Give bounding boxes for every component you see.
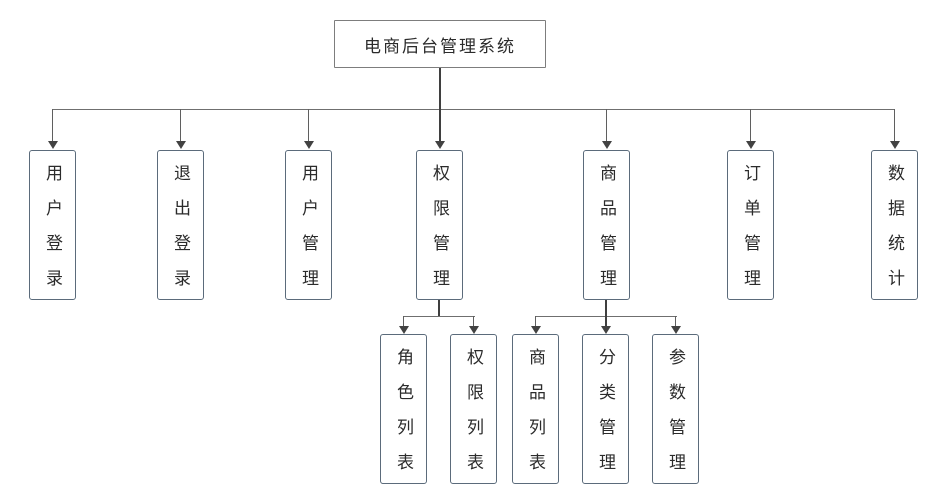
node-goods-list-label: 商品列表 [526,348,545,488]
connector-branch-logout [180,109,181,142]
node-logout-label: 退出登录 [171,164,190,304]
connector-branch-permission-list [473,316,474,327]
arrow-down-data-stats [890,141,900,149]
node-order-mgmt-label: 订单管理 [741,164,760,304]
node-params-mgmt-label: 参数管理 [666,348,685,488]
connector-goods-stem [605,300,607,316]
node-role-list: 角色列表 [380,334,427,488]
node-category-mgmt: 分类管理 [582,334,629,488]
node-logout: 退出登录 [157,150,204,304]
arrow-down-role-list [399,326,409,334]
connector-branch-goods-mgmt [606,109,607,142]
node-root-label: 电商后台管理系统 [364,36,516,56]
connector-branch-user-login [52,109,53,142]
node-permission-mgmt-label: 权限管理 [430,164,449,304]
arrow-down-permission-mgmt [435,141,445,149]
connector-level1-bus [52,109,895,110]
node-data-stats: 数据统计 [871,150,918,304]
node-user-mgmt-label: 用户管理 [299,164,318,304]
node-permission-list-label: 权限列表 [464,348,483,488]
connector-branch-category-mgmt [605,316,607,327]
node-category-mgmt-label: 分类管理 [596,348,615,488]
connector-branch-params-mgmt [675,316,676,327]
node-permission-list: 权限列表 [450,334,497,488]
node-user-login: 用户登录 [29,150,76,304]
arrow-down-logout [176,141,186,149]
arrow-down-params-mgmt [671,326,681,334]
arrow-down-goods-mgmt [602,141,612,149]
arrow-down-goods-list [531,326,541,334]
connector-permission-stem [438,300,440,316]
node-goods-mgmt: 商品管理 [583,150,630,304]
connector-branch-data-stats [894,109,895,142]
node-goods-mgmt-label: 商品管理 [597,164,616,304]
node-user-mgmt: 用户管理 [285,150,332,304]
node-permission-mgmt: 权限管理 [416,150,463,304]
connector-branch-permission-mgmt [439,109,441,142]
arrow-down-order-mgmt [746,141,756,149]
node-params-mgmt: 参数管理 [652,334,699,488]
connector-permission-bus [403,316,475,317]
node-user-login-label: 用户登录 [43,164,62,304]
node-goods-list: 商品列表 [512,334,559,488]
arrow-down-user-login [48,141,58,149]
arrow-down-category-mgmt [601,326,611,334]
connector-branch-user-mgmt [308,109,309,142]
arrow-down-user-mgmt [304,141,314,149]
node-root-system: 电商后台管理系统 [334,20,546,68]
connector-branch-role-list [403,316,404,327]
connector-branch-order-mgmt [750,109,751,142]
connector-root-stem [439,68,441,109]
node-role-list-label: 角色列表 [394,348,413,488]
node-data-stats-label: 数据统计 [885,164,904,304]
arrow-down-permission-list [469,326,479,334]
connector-branch-goods-list [535,316,536,327]
node-order-mgmt: 订单管理 [727,150,774,304]
